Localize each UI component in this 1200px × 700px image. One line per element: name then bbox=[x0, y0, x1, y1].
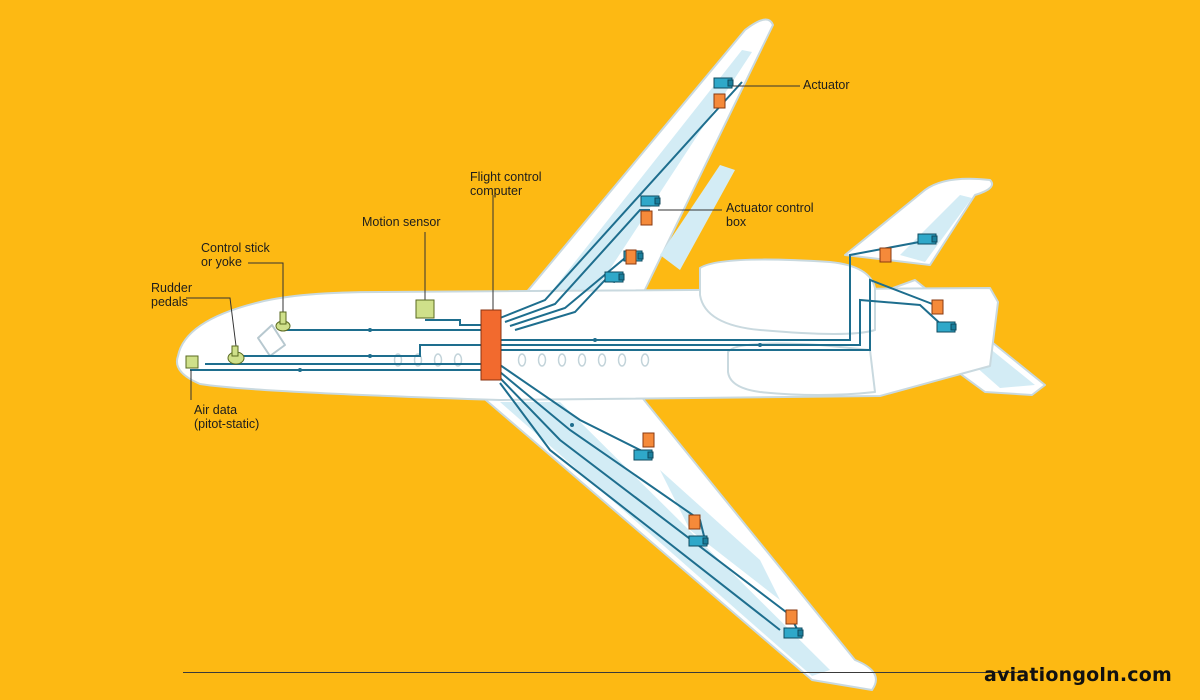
label-actuator: Actuator bbox=[803, 78, 850, 92]
cabin-window bbox=[393, 353, 403, 367]
label-motion-sensor: Motion sensor bbox=[362, 215, 441, 229]
actuator-control-box bbox=[625, 249, 637, 265]
label-control-stick-line2: or yoke bbox=[201, 255, 242, 269]
actuator-control-box bbox=[713, 93, 726, 109]
cabin-window bbox=[617, 353, 627, 367]
label-actuator-control-box-line1: Actuator control bbox=[726, 201, 814, 215]
label-flight-control-computer-line1: Flight control bbox=[470, 170, 542, 184]
cabin-window bbox=[537, 353, 547, 367]
label-motion-sensor-text: Motion sensor bbox=[362, 215, 441, 229]
actuator-control-box bbox=[642, 432, 655, 448]
actuator-control-box bbox=[640, 210, 653, 226]
upper-wing bbox=[519, 18, 774, 301]
cabin-window bbox=[597, 353, 607, 367]
components bbox=[185, 299, 502, 381]
lower-engine-nacelle bbox=[727, 342, 876, 396]
label-air-data: Air data (pitot-static) bbox=[194, 403, 259, 431]
cabin-window bbox=[433, 353, 443, 367]
upper-stabilizer-panel bbox=[900, 195, 972, 262]
cabin-window bbox=[453, 353, 463, 367]
aircraft bbox=[176, 18, 1046, 691]
rudder-pedals-bar bbox=[231, 345, 239, 357]
cockpit-window bbox=[257, 324, 286, 357]
label-air-data-line1: Air data bbox=[194, 403, 238, 417]
actuator-cap bbox=[647, 451, 654, 459]
label-rudder-pedals-line2: pedals bbox=[151, 295, 188, 309]
flight-control-computer bbox=[480, 309, 502, 381]
control-stick-handle bbox=[279, 311, 287, 325]
label-flight-control-computer-line2: computer bbox=[470, 184, 523, 198]
actuator-cap bbox=[797, 629, 804, 637]
cabin-window bbox=[640, 353, 650, 367]
actuator-cap bbox=[702, 537, 709, 545]
actuator-cap bbox=[618, 273, 625, 281]
wiring-markers bbox=[298, 328, 762, 427]
cabin-windows bbox=[393, 353, 650, 367]
label-actuator-text: Actuator bbox=[803, 78, 850, 92]
actuator-cap bbox=[950, 323, 957, 331]
label-control-stick: Control stick or yoke bbox=[201, 241, 270, 269]
label-rudder-pedals: Rudder pedals bbox=[151, 281, 192, 309]
actuator-cap bbox=[931, 235, 938, 243]
upper-wing-aileron-panel bbox=[660, 165, 735, 270]
actuator-cap bbox=[727, 79, 734, 87]
label-actuator-control-box-line2: box bbox=[726, 215, 747, 229]
actuator-control-box bbox=[785, 609, 798, 625]
label-actuator-control-box: Actuator control box bbox=[726, 201, 814, 229]
actuator-control-box bbox=[688, 514, 701, 530]
wiring bbox=[186, 81, 946, 636]
bottom-rule bbox=[183, 672, 1023, 673]
upper-wing-flap-panel bbox=[548, 50, 752, 296]
actuator-cap bbox=[654, 197, 661, 205]
motion-sensor bbox=[415, 299, 435, 319]
air-data-probe bbox=[185, 355, 199, 369]
actuator-cap bbox=[637, 252, 644, 260]
label-control-stick-line1: Control stick bbox=[201, 241, 270, 255]
actuator-control-box bbox=[879, 247, 892, 263]
cabin-window bbox=[413, 353, 423, 367]
actuator-control-box bbox=[931, 299, 944, 315]
watermark: aviationgoln.com bbox=[984, 664, 1172, 686]
cabin-window bbox=[517, 353, 527, 367]
label-rudder-pedals-line1: Rudder bbox=[151, 281, 192, 295]
upper-engine-nacelle bbox=[699, 258, 876, 335]
cabin-window bbox=[577, 353, 587, 367]
lower-wing-flap-panel bbox=[660, 470, 780, 600]
label-air-data-line2: (pitot-static) bbox=[194, 417, 260, 431]
actuators bbox=[604, 77, 957, 639]
cabin-window bbox=[557, 353, 567, 367]
label-flight-control-computer: Flight control computer bbox=[470, 170, 542, 198]
